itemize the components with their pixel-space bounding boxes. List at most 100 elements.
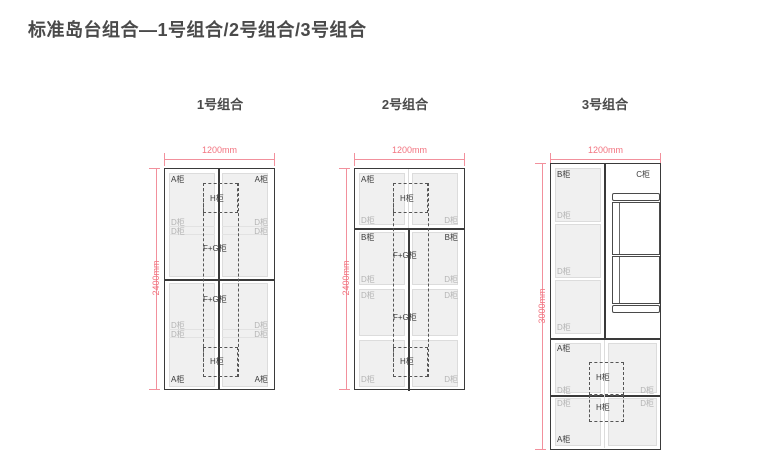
panel-b-2 bbox=[555, 224, 601, 278]
panel-upper-left bbox=[169, 173, 215, 277]
dimension-tick-left bbox=[354, 153, 355, 166]
label-d-4-right: D柜 bbox=[254, 330, 268, 339]
panel-b-1 bbox=[555, 168, 601, 222]
dashed-guide-right bbox=[428, 183, 429, 377]
shelf-line bbox=[169, 226, 215, 227]
label-d-5-left: D柜 bbox=[557, 399, 571, 408]
panel-a-upper-right bbox=[608, 343, 657, 393]
dimension-width-label: 1200mm bbox=[201, 145, 237, 155]
label-b-top: B柜 bbox=[557, 170, 571, 179]
seam-vertical-top bbox=[408, 169, 409, 228]
dimension-height-combo-1: 2400mm bbox=[140, 168, 161, 390]
label-d-5-right: D柜 bbox=[640, 399, 654, 408]
panel-mid-right bbox=[412, 289, 458, 336]
cabinet-combo-2[interactable]: A柜 H柜 D柜 D柜 B柜 B柜 F+G柜 D柜 D柜 D柜 D柜 F+G柜 … bbox=[354, 168, 465, 391]
label-a-upper: A柜 bbox=[557, 344, 571, 353]
label-a-bottom-right: A柜 bbox=[254, 375, 268, 384]
shelf-line bbox=[222, 329, 268, 330]
panel-b-3 bbox=[555, 280, 601, 334]
label-d-4-left: D柜 bbox=[557, 386, 571, 395]
dimension-width-label: 1200mm bbox=[391, 145, 427, 155]
label-fg-upper: F+G柜 bbox=[393, 251, 417, 260]
dashed-guide-right bbox=[238, 183, 239, 377]
cabinet-combo-3[interactable]: B柜 C柜 D柜 D柜 D柜 A柜 H柜 D柜 D柜 D柜 D柜 H柜 A柜 bbox=[550, 163, 661, 450]
label-a-top: A柜 bbox=[361, 175, 375, 184]
dimension-tick-right bbox=[274, 153, 275, 166]
label-b-right: B柜 bbox=[444, 233, 458, 242]
label-d-2-right: D柜 bbox=[254, 227, 268, 236]
dimension-tick-bottom bbox=[339, 389, 350, 390]
panel-a-lower-left bbox=[555, 398, 601, 446]
dimension-line bbox=[354, 159, 465, 160]
page-title: 标准岛台组合—1号组合/2号组合/3号组合 bbox=[28, 20, 367, 40]
dashed-guide-left bbox=[203, 183, 204, 377]
label-a-lower: A柜 bbox=[557, 435, 571, 444]
dashed-box-h-lower bbox=[589, 395, 624, 422]
label-d-3-right: D柜 bbox=[444, 291, 458, 300]
cabinet-combo-1[interactable]: A柜 A柜 H柜 D柜 D柜 D柜 D柜 F+G柜 F+G柜 D柜 D柜 D柜 … bbox=[164, 168, 275, 390]
label-d-3: D柜 bbox=[557, 323, 571, 332]
panel-b-left bbox=[359, 232, 405, 285]
label-fg-lower: F+G柜 bbox=[203, 295, 227, 304]
label-d-4-left: D柜 bbox=[361, 375, 375, 384]
fridge-lower-hinge bbox=[613, 257, 620, 303]
fridge-top-cap bbox=[612, 193, 660, 201]
label-d-4-right: D柜 bbox=[444, 375, 458, 384]
label-a-top-left: A柜 bbox=[171, 175, 185, 184]
shelf-line bbox=[222, 337, 268, 338]
fridge-lower-door bbox=[612, 256, 660, 304]
dimension-tick-right bbox=[464, 153, 465, 166]
label-d-3-left: D柜 bbox=[361, 291, 375, 300]
dimension-tick-left bbox=[550, 153, 551, 166]
panel-mid-left bbox=[359, 289, 405, 336]
dimension-width-combo-1: 1200mm bbox=[164, 145, 275, 166]
label-h-bottom: H柜 bbox=[210, 357, 224, 366]
fridge-upper-door bbox=[612, 202, 660, 255]
label-d-1-right: D柜 bbox=[444, 216, 458, 225]
label-d-2: D柜 bbox=[557, 267, 571, 276]
label-d-1-left: D柜 bbox=[361, 216, 375, 225]
divider-vertical-center bbox=[408, 228, 410, 391]
label-a-bottom-left: A柜 bbox=[171, 375, 185, 384]
label-fg-upper: F+G柜 bbox=[203, 244, 227, 253]
dashed-box-h-upper bbox=[589, 362, 624, 395]
label-d-4-right: D柜 bbox=[640, 386, 654, 395]
dimension-tick-top bbox=[149, 168, 160, 169]
dimension-height-label: 2400mm bbox=[151, 260, 161, 296]
label-h-lower: H柜 bbox=[596, 403, 610, 412]
label-d-2-left: D柜 bbox=[361, 275, 375, 284]
shelf-line bbox=[222, 234, 268, 235]
dimension-line bbox=[164, 159, 275, 160]
label-d-4-left: D柜 bbox=[171, 330, 185, 339]
refrigerator-icon bbox=[612, 193, 660, 314]
panel-upper-right bbox=[222, 173, 268, 277]
panel-a-top-left bbox=[359, 173, 405, 225]
fridge-bottom-cap bbox=[612, 305, 660, 313]
heading-combo-2: 2号组合 bbox=[381, 97, 429, 112]
label-h-upper: H柜 bbox=[596, 373, 610, 382]
label-h-top: H柜 bbox=[210, 194, 224, 203]
shelf-line bbox=[222, 226, 268, 227]
label-d-1-left: D柜 bbox=[171, 218, 185, 227]
dimension-line bbox=[346, 168, 347, 390]
shelf-line bbox=[169, 329, 215, 330]
dimension-width-label: 1200mm bbox=[587, 145, 623, 155]
dimension-line bbox=[542, 163, 543, 450]
panel-a-top-right bbox=[412, 173, 458, 225]
label-d-3-left: D柜 bbox=[171, 321, 185, 330]
dimension-width-combo-3: 1200mm bbox=[550, 145, 661, 166]
label-d-3-right: D柜 bbox=[254, 321, 268, 330]
dimension-height-label: 3000mm bbox=[537, 288, 547, 324]
divider-horizontal-upper bbox=[551, 338, 660, 340]
dimension-tick-top bbox=[535, 163, 546, 164]
dimension-tick-bottom bbox=[535, 449, 546, 450]
label-d-2-right: D柜 bbox=[444, 275, 458, 284]
label-c-top: C柜 bbox=[636, 170, 650, 179]
label-d-1: D柜 bbox=[557, 211, 571, 220]
dimension-height-combo-3: 3000mm bbox=[526, 163, 547, 450]
dimension-line bbox=[550, 159, 661, 160]
divider-vertical-center bbox=[218, 169, 220, 389]
dimension-tick-bottom bbox=[149, 389, 160, 390]
heading-combo-1: 1号组合 bbox=[196, 97, 244, 112]
label-d-2-left: D柜 bbox=[171, 227, 185, 236]
